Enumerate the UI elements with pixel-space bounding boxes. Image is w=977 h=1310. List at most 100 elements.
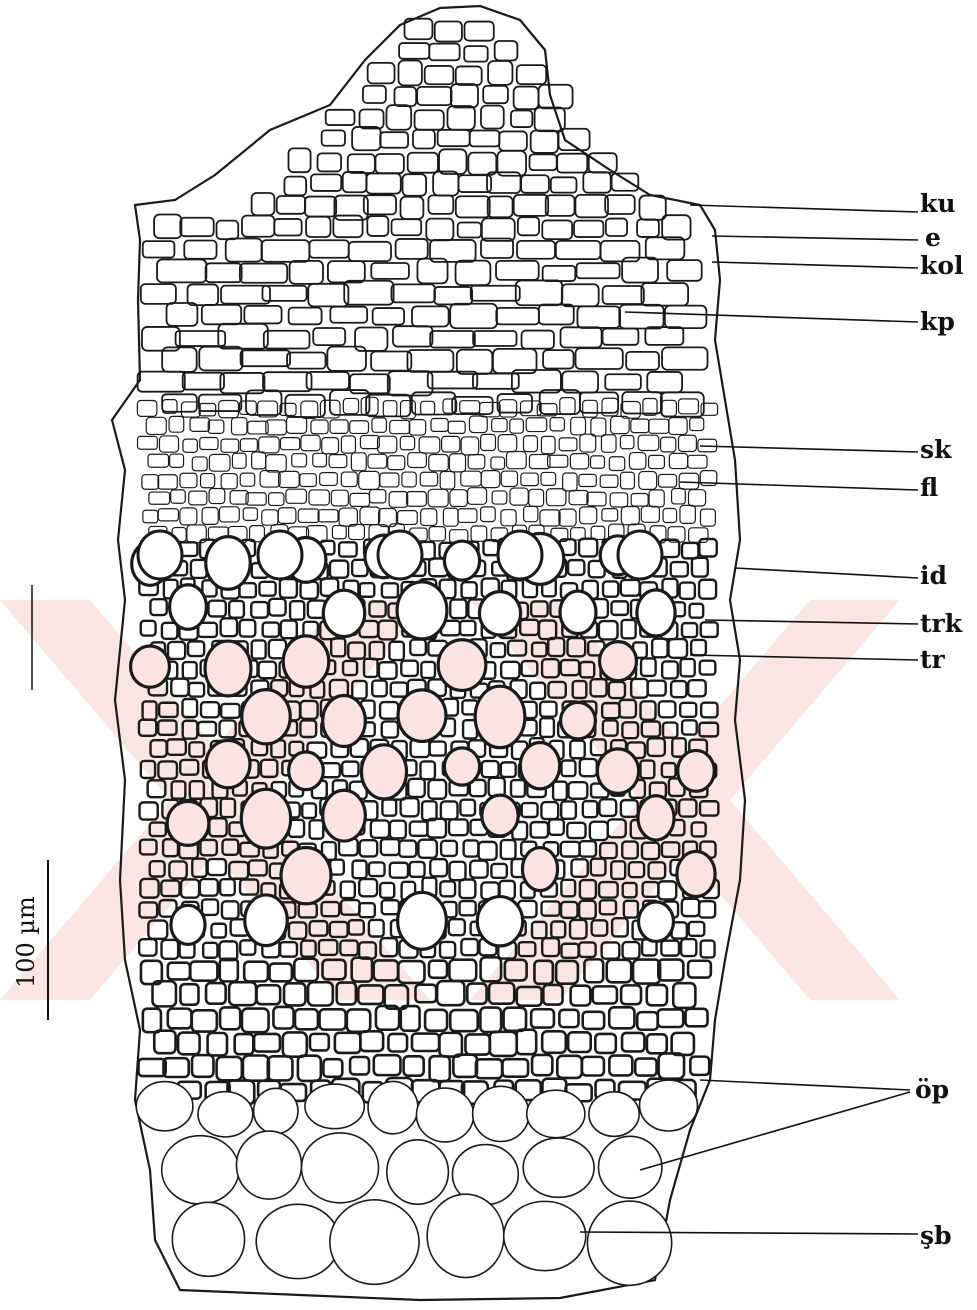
epidermis-cell <box>401 197 424 219</box>
fiber-cell <box>408 779 424 797</box>
epidermis-cell <box>511 111 532 128</box>
pith-cell <box>330 1200 419 1284</box>
parenchyma-cell <box>622 1033 644 1051</box>
fiber-cell <box>391 683 407 697</box>
epidermis-cell <box>318 153 342 171</box>
epidermis-cell <box>447 106 474 130</box>
fiber-cell <box>168 642 185 659</box>
phloem-cell <box>526 418 547 432</box>
tracheid-vessel <box>398 690 446 742</box>
tracheid-vessel <box>245 895 288 946</box>
parenchyma-cell <box>283 1032 307 1056</box>
tracheid-vessel <box>171 905 205 944</box>
phloem-cell <box>360 507 380 525</box>
fiber-cell <box>259 662 276 679</box>
fiber-cell <box>680 583 695 599</box>
cortex-cell <box>206 263 242 282</box>
cortex-cell <box>396 239 428 259</box>
phloem-cell <box>301 401 318 418</box>
phloem-cell <box>320 473 338 486</box>
phloem-cell <box>171 490 186 503</box>
phloem-cell <box>560 398 575 415</box>
tracheid-vessel <box>397 582 447 639</box>
fiber-cell <box>460 901 476 915</box>
parenchyma-cell <box>437 981 464 1005</box>
fiber-cell <box>541 802 558 819</box>
phloem-cell <box>521 473 538 486</box>
tracheid-vessel <box>479 592 520 635</box>
fiber-cell <box>380 883 394 898</box>
fiber-cell <box>390 863 408 878</box>
parenchyma-cell <box>257 985 281 1004</box>
phloem-cell <box>649 419 669 433</box>
fiber-cell <box>341 882 355 899</box>
parenchyma-cell <box>425 1010 447 1031</box>
cortex-cell <box>646 237 685 259</box>
phloem-cell <box>209 454 230 471</box>
epidermis-cell <box>488 61 512 85</box>
epidermis-cell <box>352 127 381 150</box>
phloem-cell <box>421 509 437 526</box>
parenchyma-cell <box>323 1059 342 1077</box>
phloem-cell <box>481 434 496 450</box>
parenchyma-cell <box>220 959 238 982</box>
parenchyma-cell <box>178 1033 200 1055</box>
pith-cell <box>254 1088 298 1133</box>
phloem-cell <box>469 416 487 433</box>
phloem-cell <box>368 454 387 468</box>
fiber-cell <box>567 823 585 838</box>
tracheid-vessel <box>677 851 715 896</box>
fiber-cell <box>263 623 279 637</box>
cortex-cell <box>577 263 620 278</box>
cortex-cell <box>412 306 449 326</box>
epidermis-cell <box>306 217 330 237</box>
phloem-cell <box>408 453 427 468</box>
fiber-cell <box>682 899 699 916</box>
phloem-cell <box>468 455 485 469</box>
tracheid-vessel <box>560 591 596 634</box>
tracheid-vessel <box>281 848 331 904</box>
cortex-cell <box>543 266 576 281</box>
epidermis-cell <box>360 109 384 128</box>
phloem-cell <box>688 455 707 468</box>
fiber-cell <box>339 542 357 556</box>
phloem-cell <box>546 489 565 506</box>
pith-cell <box>368 1081 418 1133</box>
tracheid-vessel <box>242 690 290 744</box>
parenchyma-cell <box>192 1055 214 1077</box>
phloem-cell <box>390 420 410 433</box>
phloem-cell <box>639 471 657 489</box>
phloem-cell <box>190 418 209 432</box>
cortex-cell <box>516 280 563 305</box>
cortex-cell <box>576 348 623 369</box>
phloem-cell <box>388 456 405 470</box>
epidermis-cell <box>366 173 400 193</box>
epidermis-cell <box>274 219 301 236</box>
cortex-cell <box>143 241 175 257</box>
phloem-cell <box>420 472 437 486</box>
phloem-cell <box>638 435 659 450</box>
epidermis-cell <box>217 221 239 240</box>
phloem-cell <box>458 509 477 523</box>
cortex-cell <box>287 352 325 368</box>
epidermis-cell <box>575 195 608 217</box>
phloem-cell <box>429 455 449 471</box>
pith-cell <box>301 1133 378 1203</box>
fiber-cell <box>281 621 297 639</box>
cortex-cell <box>603 286 644 304</box>
fiber-cell <box>561 801 576 818</box>
fiber-cell <box>359 903 375 917</box>
epidermis-cell <box>456 66 482 85</box>
label-kp: kp <box>920 307 955 336</box>
tracheid-vessel <box>323 790 366 841</box>
fiber-cell <box>269 599 285 616</box>
phloem-cell <box>240 439 257 452</box>
parenchyma-cell <box>192 1010 217 1031</box>
fiber-cell <box>360 840 377 856</box>
tracheid-vessel <box>241 789 290 848</box>
phloem-cell <box>580 434 596 452</box>
fiber-cell <box>501 840 516 859</box>
parenchyma-cell <box>593 986 617 1003</box>
cortex-cell <box>645 327 683 345</box>
phloem-cell <box>669 418 688 435</box>
